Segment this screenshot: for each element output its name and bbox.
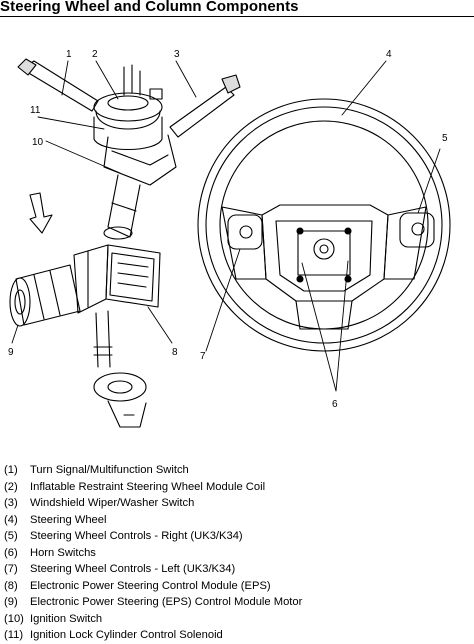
legend-text: Windshield Wiper/Washer Switch: [30, 497, 195, 509]
steering-column-illustration: 1 2 3 4 5 6 7 8 9 10 11: [8, 49, 451, 428]
legend-item: (1) Turn Signal/Multifunction Switch: [4, 462, 472, 479]
legend-text: Ignition Switch: [30, 612, 103, 625]
diagram-title: Steering Wheel and Column Components: [0, 0, 299, 15]
callout-5: 5: [442, 133, 448, 144]
legend-item: (8) Electronic Power Steering Control Mod…: [4, 578, 472, 595]
legend-number: (1): [4, 464, 18, 476]
legend-text: Electronic Power Steering Control Module…: [30, 579, 271, 592]
legend-item: (11) Ignition Lock Cylinder Control Solen…: [4, 627, 472, 644]
legend-number: (11): [4, 629, 24, 641]
callout-6: 6: [332, 399, 338, 410]
legend-number: (10): [4, 612, 24, 625]
legend-number: (5): [4, 530, 18, 542]
legend-text: Inflatable Restraint Steering Wheel Modu…: [30, 480, 266, 493]
title-underline: [0, 16, 474, 17]
legend-item: (2) Inflatable Restraint Steering Wheel M…: [4, 479, 472, 496]
steering-wheel-drawing: [197, 98, 451, 352]
legend-item: (3) Windshield Wiper/Washer Switch: [4, 495, 472, 512]
component-legend: (1) Turn Signal/Multifunction Switch (2) I…: [4, 462, 472, 644]
legend-item: (9) Electronic Power Steering (EPS) Contr…: [4, 594, 472, 611]
legend-text: Horn Switchs: [30, 546, 96, 559]
legend-number: (3): [4, 497, 18, 509]
steering-column-assembly: [9, 58, 241, 428]
leader-lines: [11, 60, 441, 392]
legend-text: Steering Wheel Controls - Right (UK3/K34…: [30, 530, 243, 542]
legend-text: Turn Signal/Multifunction Switch: [30, 464, 189, 476]
legend-text: Ignition Lock Cylinder Control Solenoid: [30, 629, 223, 641]
callout-9: 9: [8, 347, 14, 358]
callout-1: 1: [66, 49, 72, 60]
callout-4: 4: [386, 49, 392, 60]
legend-number: (9): [4, 596, 18, 608]
callout-11: 11: [30, 105, 41, 116]
legend-number: (6): [4, 546, 18, 559]
legend-text: Steering Wheel: [30, 513, 107, 526]
callout-3: 3: [174, 49, 180, 60]
callout-8: 8: [172, 347, 178, 358]
callout-numbers: 1 2 3 4 5 6 7 8 9 10 11: [8, 49, 448, 410]
legend-item: (4) Steering Wheel: [4, 512, 472, 529]
legend-item: (6) Horn Switchs: [4, 545, 472, 562]
legend-number: (4): [4, 513, 18, 526]
legend-number: (2): [4, 480, 18, 493]
callout-10: 10: [32, 137, 44, 148]
legend-number: (8): [4, 579, 18, 592]
callout-2: 2: [92, 49, 98, 60]
legend-item: (10) Ignition Switch: [4, 611, 472, 628]
legend-item: (5) Steering Wheel Controls - Right (UK3/…: [4, 528, 472, 545]
legend-item: (7) Steering Wheel Controls - Left (UK3/K…: [4, 561, 472, 578]
legend-number: (7): [4, 563, 18, 575]
legend-text: Steering Wheel Controls - Left (UK3/K34): [30, 563, 236, 575]
legend-text: Electronic Power Steering (EPS) Control …: [30, 596, 303, 608]
callout-7: 7: [200, 351, 206, 362]
